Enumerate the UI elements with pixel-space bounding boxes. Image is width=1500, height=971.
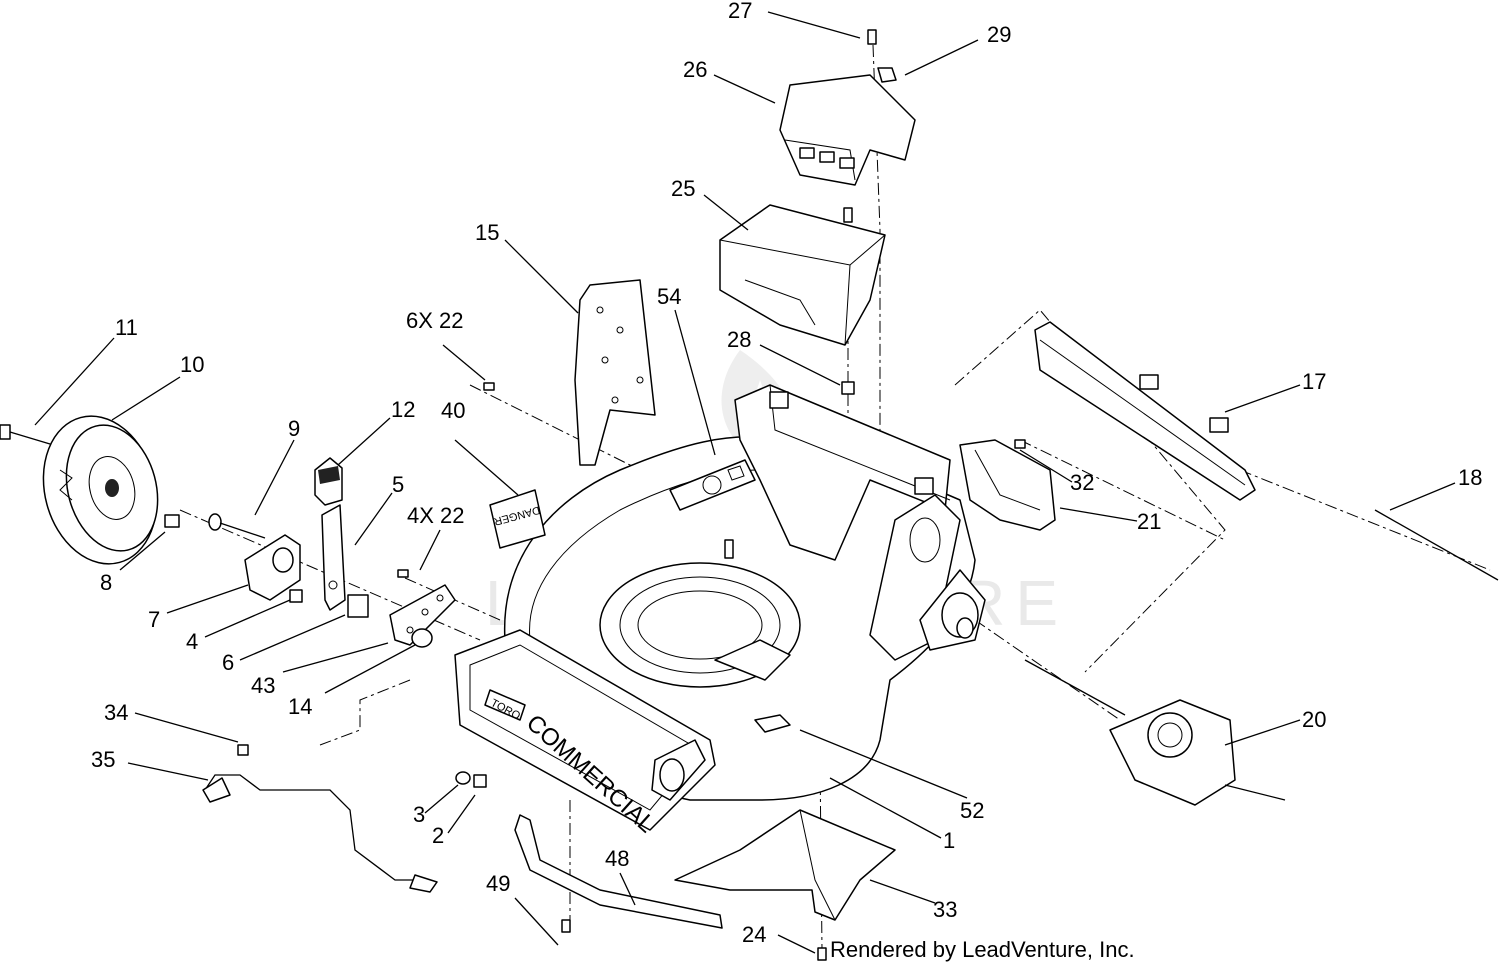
callout-1: 1 [943, 828, 955, 853]
callout-27: 27 [728, 0, 752, 23]
callout-28: 28 [727, 327, 751, 352]
callout-11: 11 [115, 315, 138, 340]
callout-29: 29 [987, 22, 1011, 47]
footer-credit: Rendered by LeadVenture, Inc. [830, 937, 1135, 962]
callout-25: 25 [671, 176, 695, 201]
callout-12: 12 [391, 397, 415, 422]
callout-43: 43 [251, 673, 275, 698]
part-20-transmission [1024, 659, 1286, 806]
callout-9: 9 [288, 416, 300, 441]
part-26-discharge-door [779, 74, 916, 186]
part-17-rear-flap [1034, 321, 1256, 501]
callout-labels: 27 29 26 25 15 54 6X 22 28 17 11 10 12 9… [91, 0, 1482, 947]
part-10-wheel [42, 415, 159, 565]
callout-26: 26 [683, 57, 707, 82]
callout-15: 15 [475, 220, 499, 245]
callout-49: 49 [486, 871, 510, 896]
callout-2: 2 [432, 823, 444, 848]
part-9-bolt [208, 513, 266, 539]
callout-52: 52 [960, 798, 984, 823]
callout-7: 7 [148, 607, 160, 632]
part-25-chute [719, 204, 886, 346]
callout-35: 35 [91, 747, 115, 772]
callout-8: 8 [100, 570, 112, 595]
part-52-decal [754, 714, 791, 733]
part-34-nut [237, 744, 249, 756]
part-24-screw [817, 947, 827, 961]
part-7-bracket [244, 534, 301, 601]
callout-5: 5 [392, 472, 404, 497]
part-21-rear-cover [959, 439, 1056, 531]
callout-21: 21 [1137, 509, 1161, 534]
callout-24: 24 [742, 922, 766, 947]
callout-14: 14 [288, 694, 312, 719]
part-43-height-plate [389, 584, 456, 646]
part-1-deck-housing [503, 384, 986, 801]
part-28-nut [841, 381, 855, 395]
callout-4x22: 4X 22 [407, 503, 465, 528]
callout-6: 6 [222, 650, 234, 675]
part-8-spacer [164, 514, 180, 528]
part-5-height-lever [321, 504, 346, 611]
part-12-knob [314, 457, 343, 506]
part-29-clip [877, 67, 897, 83]
callout-20: 20 [1302, 707, 1326, 732]
part-2-nut [473, 774, 487, 788]
part-22-screw-b [397, 569, 409, 578]
part-49-bolt [561, 919, 571, 933]
leader-lines [34, 11, 1456, 954]
callout-34: 34 [104, 700, 128, 725]
callout-40: 40 [441, 398, 465, 423]
callout-6x22: 6X 22 [406, 308, 464, 333]
part-14-washer [411, 628, 433, 648]
part-35-height-rod [202, 774, 438, 893]
callout-17: 17 [1302, 369, 1326, 394]
callout-10: 10 [180, 352, 204, 377]
part-33-mulch-plug [674, 809, 896, 921]
part-18-rod [1374, 509, 1499, 581]
callout-54: 54 [657, 284, 681, 309]
part-32-screw [1014, 439, 1026, 449]
part-54-decal [669, 459, 756, 511]
part-48-skirt [514, 814, 723, 929]
part-27-screw [867, 29, 877, 45]
callout-48: 48 [605, 846, 629, 871]
callout-3: 3 [413, 802, 425, 827]
part-6-bushing [347, 594, 369, 618]
part-40-danger-decal: DANGER [489, 489, 546, 549]
part-4-nut [289, 589, 303, 603]
part-22-screw-a [483, 382, 495, 391]
callout-33: 33 [933, 897, 957, 922]
callout-4: 4 [186, 629, 198, 654]
part-15-baffle [574, 279, 656, 466]
callout-32: 32 [1070, 470, 1094, 495]
part-3-washer [455, 771, 471, 785]
callout-18: 18 [1458, 465, 1482, 490]
